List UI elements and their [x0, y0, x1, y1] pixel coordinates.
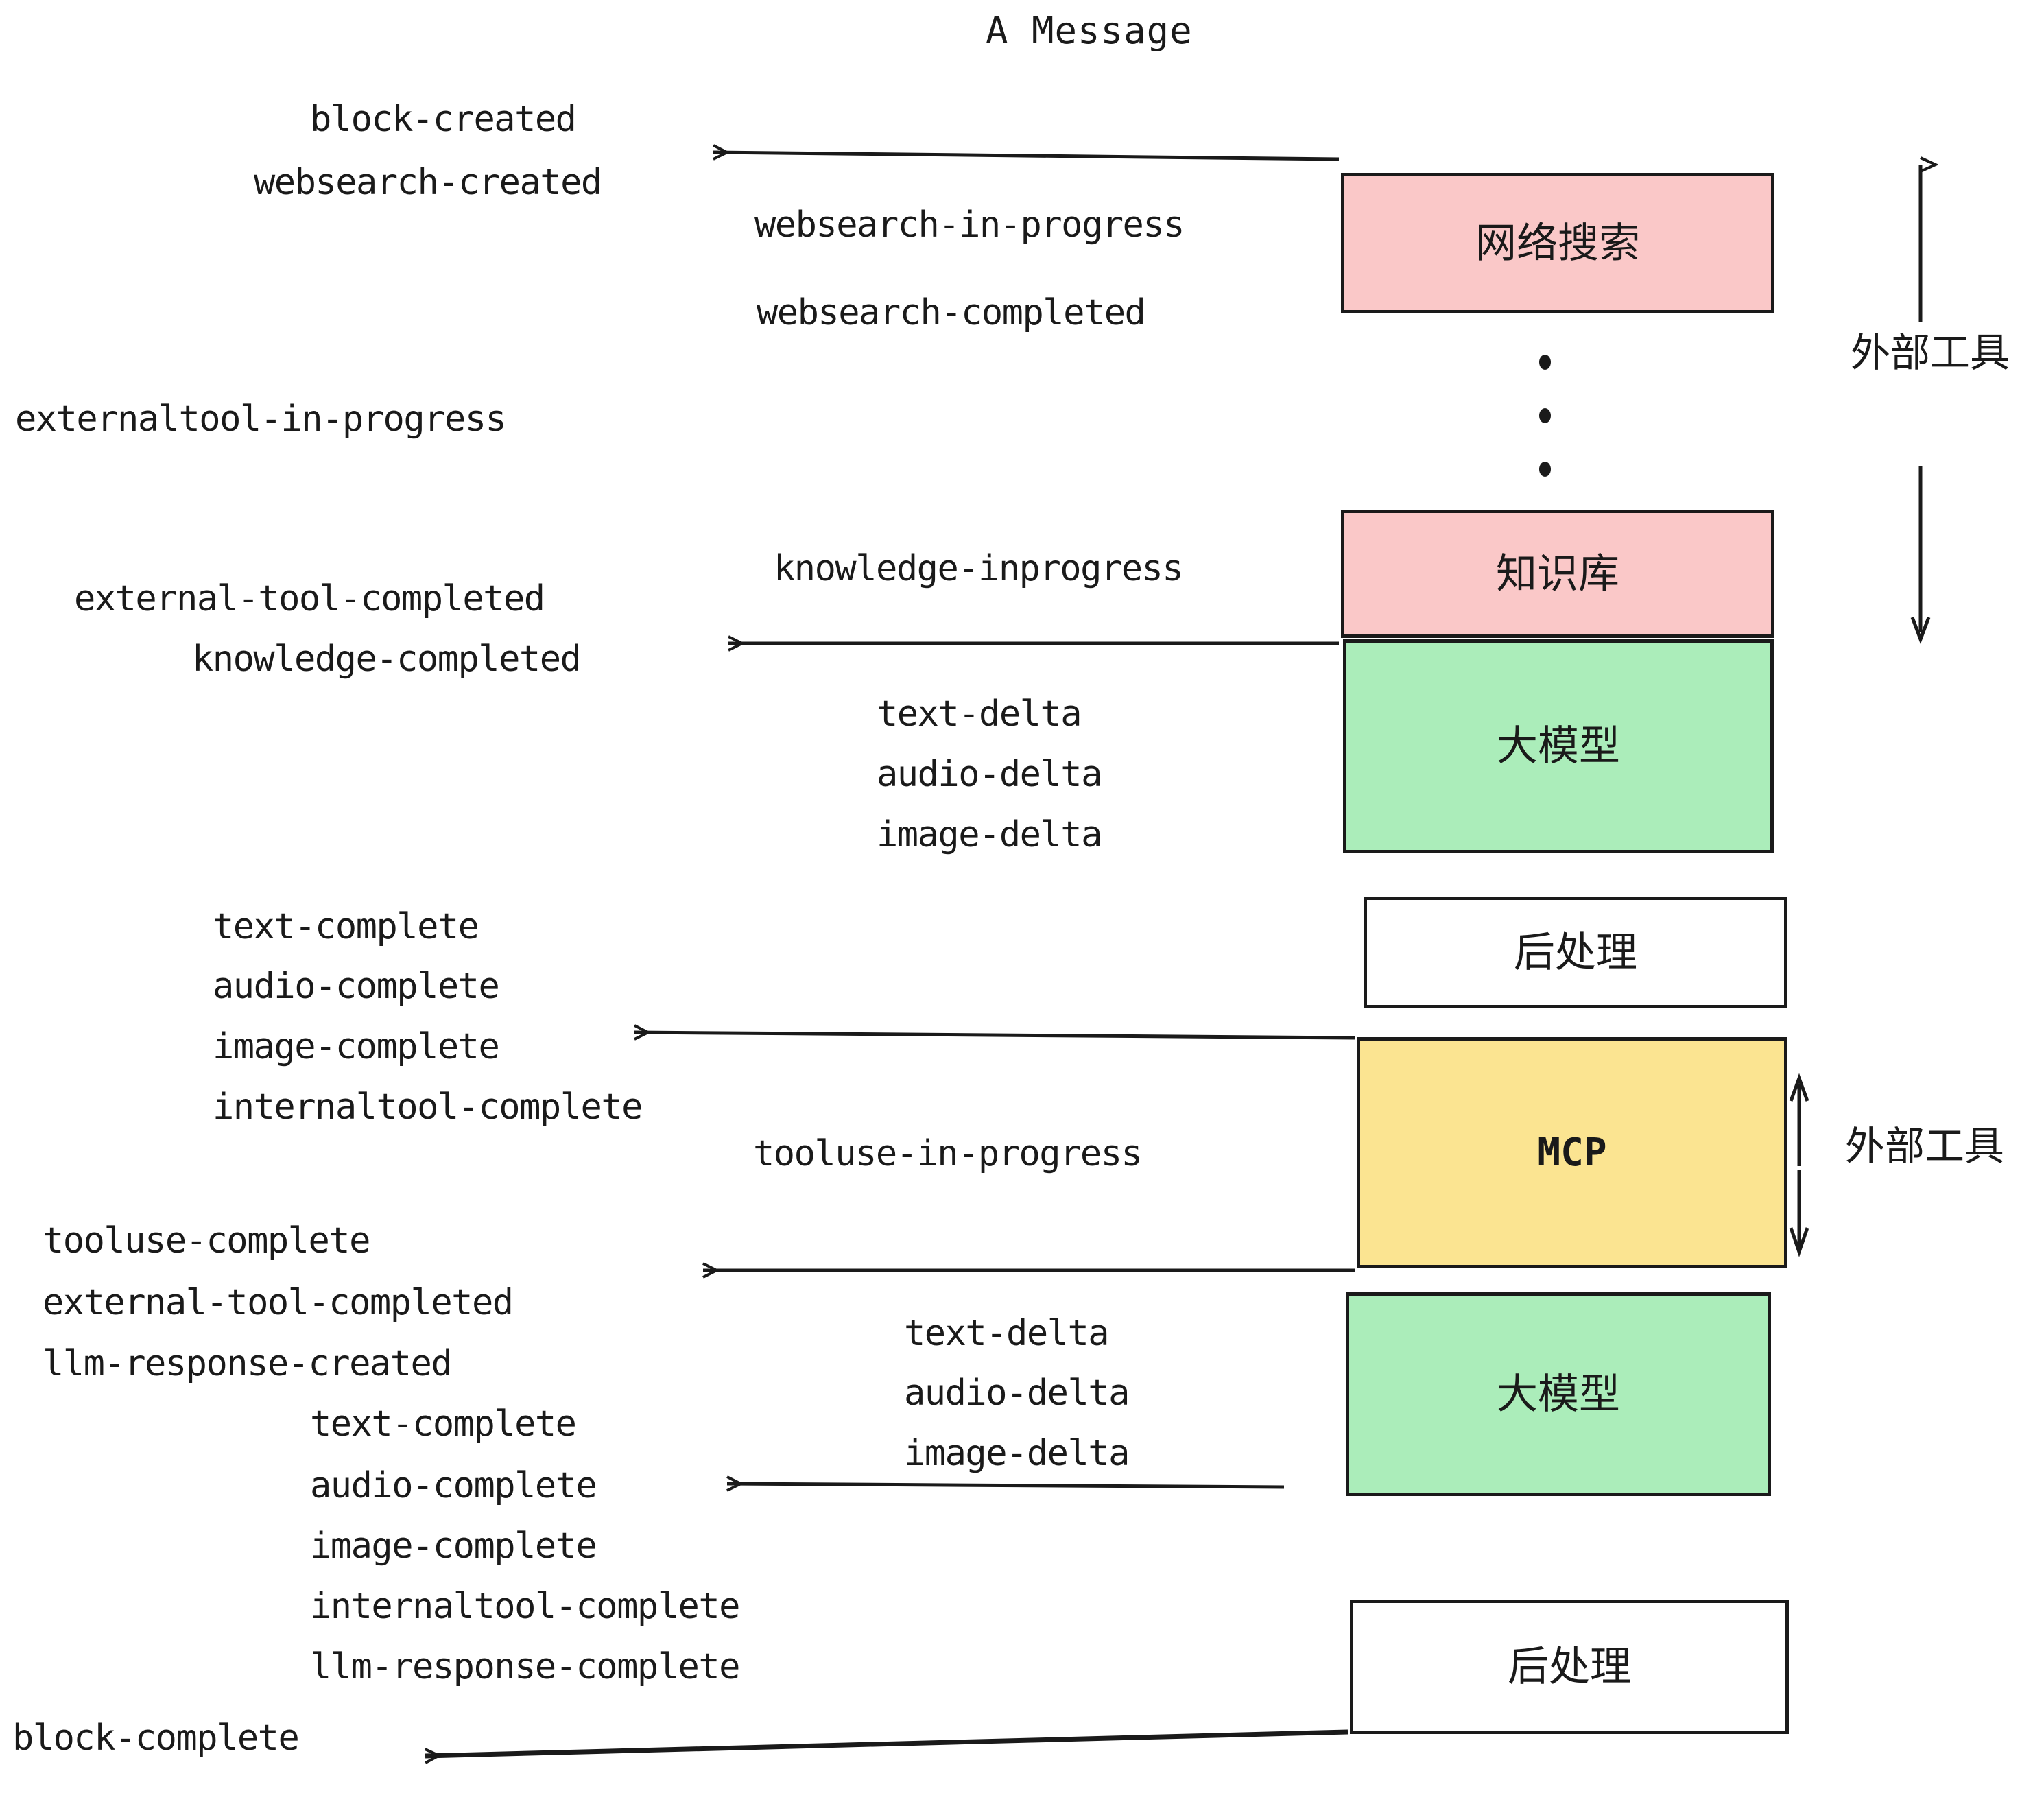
bracket-external-tools-1 — [1910, 165, 1929, 645]
page-title: A Message — [986, 9, 1193, 52]
event-label-llm-response-complete: llm-response-complete — [310, 1646, 740, 1687]
node-postprocess-2[interactable]: 后处理 — [1350, 1600, 1789, 1734]
node-llm-1-label: 大模型 — [1497, 722, 1620, 770]
node-knowledge-base[interactable]: 知识库 — [1341, 510, 1774, 638]
node-postprocess-2-label: 后处理 — [1508, 1643, 1631, 1691]
node-mcp-label: MCP — [1537, 1130, 1607, 1175]
arrow-websearch-to-block-created — [713, 152, 1340, 161]
node-postprocess-1[interactable]: 后处理 — [1364, 897, 1787, 1008]
event-label-image-delta-1: image-delta — [877, 814, 1102, 855]
event-label-externaltool-in-progress: externaltool-in-progress — [15, 399, 507, 440]
event-label-internaltool-complete-1: internaltool-complete — [213, 1087, 643, 1128]
event-label-text-complete-1: text-complete — [213, 906, 479, 947]
ellipsis-dot — [1539, 408, 1551, 423]
node-llm-1[interactable]: 大模型 — [1343, 639, 1774, 853]
arrow-postprocess-to-image-complete — [634, 1032, 1355, 1038]
arrow-llm-to-audio-complete — [727, 1484, 1285, 1487]
side-label-external-tools-1: 外部工具 — [1851, 329, 2010, 376]
event-label-knowledge-inprogress: knowledge-inprogress — [774, 548, 1184, 589]
node-knowledge-base-label: 知识库 — [1496, 549, 1619, 598]
event-label-block-complete: block-complete — [12, 1718, 300, 1759]
event-label-image-complete-1: image-complete — [213, 1026, 500, 1067]
event-label-websearch-completed: websearch-completed — [757, 292, 1146, 333]
ellipsis-dot — [1539, 355, 1551, 370]
side-label-external-tools-2: 外部工具 — [1845, 1123, 2005, 1170]
ellipsis-dot — [1539, 462, 1551, 477]
event-label-llm-response-created: llm-response-created — [43, 1343, 453, 1384]
event-label-tooluse-complete: tooluse-complete — [43, 1220, 370, 1261]
event-label-tooluse-in-progress: tooluse-in-progress — [753, 1133, 1143, 1174]
event-label-websearch-created: websearch-created — [254, 162, 602, 203]
bracket-external-tools-2 — [1789, 1073, 1809, 1257]
node-mcp[interactable]: MCP — [1357, 1037, 1787, 1268]
node-llm-2-label: 大模型 — [1497, 1370, 1620, 1419]
event-label-text-delta-2: text-delta — [904, 1313, 1110, 1354]
event-label-internaltool-complete-2: internaltool-complete — [310, 1586, 740, 1627]
node-websearch-label: 网络搜索 — [1475, 219, 1640, 268]
event-label-text-delta-1: text-delta — [877, 693, 1082, 735]
event-label-audio-complete-2: audio-complete — [310, 1465, 597, 1506]
event-label-external-tool-completed-2: external-tool-completed — [43, 1282, 514, 1323]
event-label-audio-delta-2: audio-delta — [904, 1373, 1130, 1414]
event-label-image-delta-2: image-delta — [904, 1433, 1130, 1474]
event-label-websearch-in-progress: websearch-in-progress — [754, 204, 1185, 246]
event-label-audio-delta-1: audio-delta — [877, 754, 1102, 795]
arrow-postprocess-to-block-complete — [425, 1729, 1348, 1756]
event-label-audio-complete-1: audio-complete — [213, 966, 500, 1007]
node-postprocess-1-label: 后处理 — [1514, 928, 1637, 977]
node-websearch[interactable]: 网络搜索 — [1341, 173, 1774, 313]
event-label-text-complete-2: text-complete — [310, 1403, 577, 1445]
event-label-external-tool-completed: external-tool-completed — [74, 578, 545, 619]
node-llm-2[interactable]: 大模型 — [1346, 1292, 1771, 1496]
event-label-image-complete-2: image-complete — [310, 1526, 597, 1567]
event-label-block-created: block-created — [310, 99, 577, 140]
event-label-knowledge-completed: knowledge-completed — [192, 639, 582, 680]
